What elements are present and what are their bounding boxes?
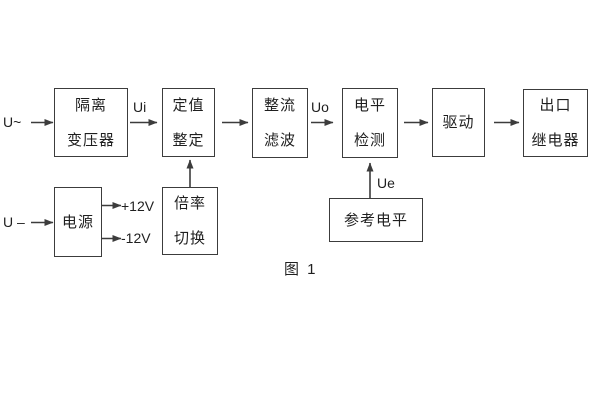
block-setting-adjustment: 定值 整定 — [162, 88, 215, 157]
block-reference-level: 参考电平 — [329, 198, 423, 242]
block-label: 参考电平 — [343, 211, 408, 229]
block-label: 电源 — [61, 213, 94, 231]
block-isolation-transformer: 隔离 变压器 — [54, 88, 128, 157]
block-label: 继电器 — [531, 132, 580, 149]
block-label: 电平 — [353, 97, 386, 114]
label-ui: Ui — [133, 99, 147, 115]
block-output-relay: 出口 继电器 — [523, 89, 588, 157]
label-input-dc: U – — [3, 214, 25, 230]
label-ue: Ue — [377, 175, 395, 191]
label-input-ac: U~ — [3, 114, 22, 130]
block-level-detection: 电平 检测 — [342, 88, 398, 158]
block-label: 倍率 — [173, 195, 206, 212]
block-rectifier-filter: 整流 滤波 — [252, 88, 308, 158]
block-label: 变压器 — [66, 131, 115, 149]
block-label: 整流 — [263, 97, 296, 114]
block-label: 出口 — [539, 97, 572, 114]
figure-caption: 图 1 — [284, 261, 318, 278]
block-ratio-switching: 倍率 切换 — [162, 187, 218, 255]
block-label: 驱动 — [442, 114, 475, 131]
block-label: 滤波 — [263, 132, 296, 149]
block-label: 隔离 — [74, 96, 107, 114]
block-label: 切换 — [173, 230, 206, 247]
label-plus-12v: +12V — [121, 198, 155, 214]
block-label: 定值 — [172, 96, 205, 114]
label-minus-12v: -12V — [121, 230, 151, 246]
block-driver: 驱动 — [432, 88, 485, 157]
block-label: 检测 — [353, 132, 386, 149]
block-label: 整定 — [172, 131, 205, 149]
label-uo: Uo — [311, 99, 329, 115]
block-power-supply: 电源 — [54, 187, 102, 257]
